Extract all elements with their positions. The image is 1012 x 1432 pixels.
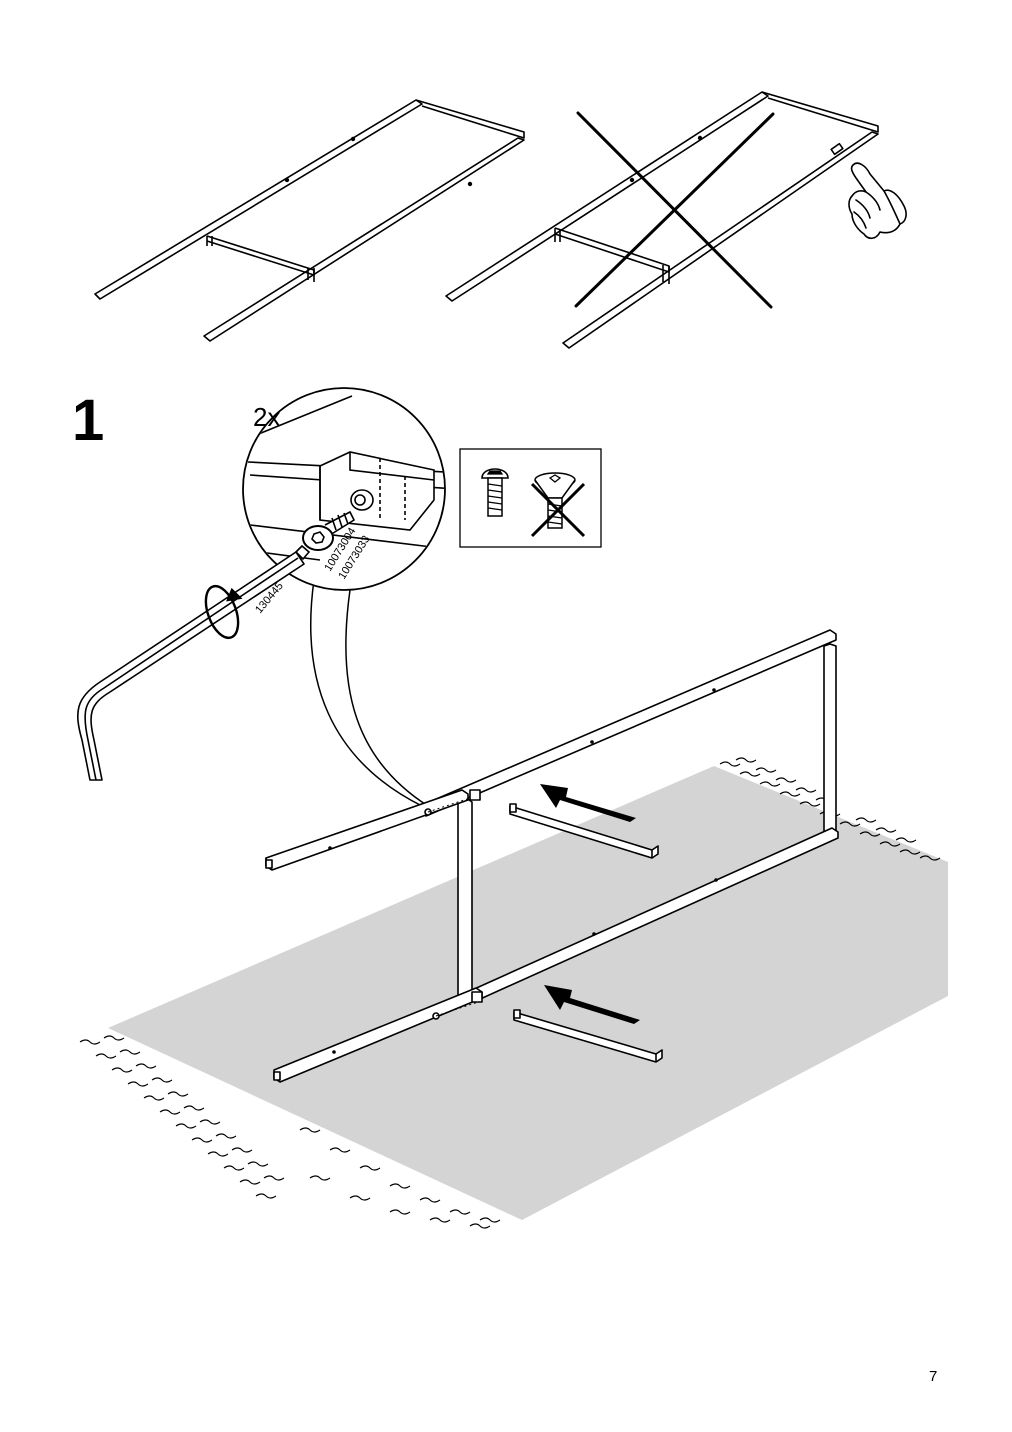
hex-socket-button-head-screw-icon (481, 468, 509, 517)
push-arrow-icon (540, 784, 640, 1024)
frame-correct-orientation (94, 99, 525, 342)
countersunk-screw-icon (530, 472, 586, 538)
page-number: 7 (929, 1368, 938, 1385)
step-number: 1 (72, 388, 105, 453)
allen-key-130445 (76, 551, 305, 781)
key-part-number: 130445 (253, 580, 286, 616)
quantity-label: 2x (253, 402, 280, 432)
detail-circle-content (244, 395, 444, 589)
clockwise-rotate-icon (204, 584, 243, 640)
frame-incorrect-orientation (445, 91, 879, 349)
pointing-hand-icon (848, 162, 907, 240)
assembled-frame (265, 629, 839, 1083)
loose-crossbar-lower (513, 1009, 663, 1063)
loose-crossbar-upper (509, 803, 659, 859)
cross-out-mark (574, 111, 775, 309)
screw-type-box (459, 448, 602, 548)
